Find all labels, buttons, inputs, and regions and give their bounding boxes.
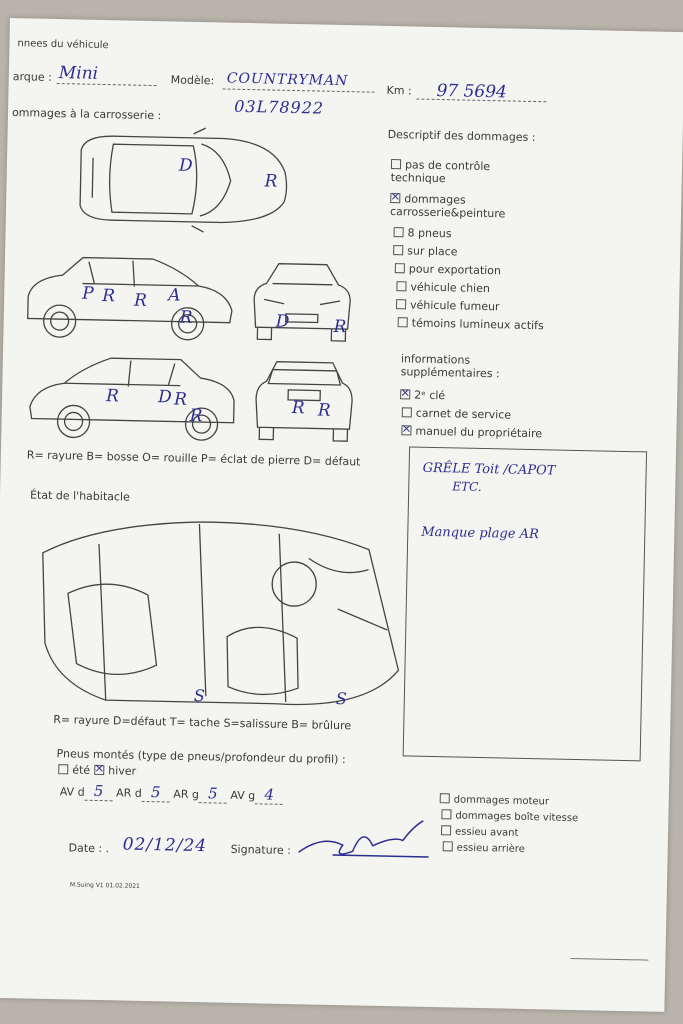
checkbox-checked[interactable] bbox=[94, 764, 105, 776]
modele-underline bbox=[222, 88, 375, 93]
checkbox[interactable] bbox=[394, 263, 405, 274]
checkbox[interactable] bbox=[397, 317, 408, 328]
checkbox-checked[interactable] bbox=[401, 425, 412, 436]
extra-essieu-avant[interactable]: essieu avant bbox=[440, 825, 519, 839]
mark-interior-s1: S bbox=[193, 686, 206, 706]
mark-side-p: P bbox=[82, 283, 94, 304]
checkbox-checked[interactable] bbox=[390, 193, 401, 204]
mark-side-a: A bbox=[168, 285, 181, 306]
marque-label: arque : bbox=[12, 70, 52, 84]
checkbox[interactable] bbox=[58, 764, 69, 775]
mark-rear-r1: R bbox=[291, 397, 305, 419]
date-value: 02/12/24 bbox=[122, 834, 208, 857]
checkbox[interactable] bbox=[401, 407, 412, 418]
checkbox[interactable] bbox=[393, 227, 404, 238]
info-carnet-service[interactable]: carnet de service bbox=[401, 406, 511, 422]
car-rear-view bbox=[255, 361, 353, 442]
mark-front-d: D bbox=[275, 311, 290, 332]
mark-interior-s2: S bbox=[335, 688, 347, 709]
checkbox[interactable] bbox=[441, 809, 452, 820]
tire-ete-option[interactable]: été bbox=[58, 763, 90, 777]
checkbox[interactable] bbox=[440, 825, 452, 836]
inspection-form-sheet: nnees du véhicule arque : Mini Modèle: C… bbox=[0, 18, 683, 1012]
info-manuel-proprietaire[interactable]: manuel du propriétaire bbox=[401, 424, 542, 440]
item-vehicule-chien[interactable]: véhicule chien bbox=[396, 280, 490, 295]
car-interior-drawing bbox=[42, 521, 400, 706]
mark-side-r2: R bbox=[133, 290, 148, 311]
mark-top-d: D bbox=[178, 155, 193, 176]
habitacle-legend: R= rayure D=défaut T= tache S=salissure … bbox=[53, 713, 352, 733]
mark-rs-d: D bbox=[157, 387, 172, 408]
extra-dommages-moteur[interactable]: dommages moteur bbox=[439, 793, 550, 807]
notes-line-1: GRÊLE Toit /CAPOT bbox=[422, 460, 556, 479]
km-label: Km : bbox=[386, 83, 412, 98]
item-sur-place[interactable]: sur place bbox=[393, 244, 458, 258]
marque-value: Mini bbox=[58, 63, 99, 84]
checkbox-checked[interactable] bbox=[400, 389, 411, 400]
car-front-view bbox=[253, 263, 351, 342]
item-temoins-lumineux[interactable]: témoins lumineux actifs bbox=[397, 316, 544, 332]
habitacle-title: État de l'habitacle bbox=[29, 488, 130, 504]
plate-value: 03L78922 bbox=[234, 96, 325, 118]
item-pour-exportation[interactable]: pour exportation bbox=[394, 262, 501, 277]
item-vehicule-fumeur[interactable]: véhicule fumeur bbox=[395, 298, 500, 313]
modele-value: COUNTRYMAN bbox=[226, 70, 349, 90]
notes-box[interactable] bbox=[402, 446, 648, 762]
mark-top-r: R bbox=[264, 171, 278, 192]
bottom-line bbox=[570, 957, 649, 961]
body-damage-legend: R= rayure B= bosse O= rouille P= éclat d… bbox=[26, 448, 361, 469]
mark-rs-r3: R bbox=[189, 405, 203, 427]
checkbox[interactable] bbox=[395, 299, 407, 310]
section-title: nnees du véhicule bbox=[17, 38, 109, 52]
notes-line-3: Manque plage AR bbox=[421, 524, 539, 543]
checkbox[interactable] bbox=[442, 841, 453, 852]
car-right-side-view bbox=[29, 357, 235, 441]
checkbox[interactable] bbox=[396, 281, 407, 292]
item-8-pneus[interactable]: 8 pneus bbox=[393, 226, 452, 240]
form-version: M.Suing V1 01.02.2021 bbox=[69, 881, 140, 890]
signature-drawing bbox=[298, 820, 429, 858]
checkbox[interactable] bbox=[439, 793, 450, 804]
marque-underline bbox=[56, 82, 157, 87]
mark-front-r: R bbox=[333, 316, 347, 338]
car-left-side-view bbox=[27, 256, 233, 341]
date-label: Date : . bbox=[68, 841, 110, 856]
tire-hiver-option[interactable]: hiver bbox=[94, 764, 136, 778]
checkbox[interactable] bbox=[393, 245, 404, 256]
mark-side-r1: R bbox=[101, 285, 116, 307]
car-top-view bbox=[79, 127, 288, 233]
notes-line-2: ETC. bbox=[452, 479, 482, 494]
body-damage-title: ommages à la carrosserie : bbox=[11, 106, 162, 123]
descriptif-title: Descriptif des dommages : bbox=[387, 127, 536, 145]
extra-essieu-arriere[interactable]: essieu arrière bbox=[442, 841, 525, 855]
mark-rs-r2: R bbox=[173, 389, 188, 410]
mark-side-r3: R bbox=[179, 307, 193, 328]
extra-dommages-boite[interactable]: dommages boîte vitesse bbox=[441, 809, 578, 824]
checkbox[interactable] bbox=[390, 159, 402, 170]
mark-rear-r2: R bbox=[317, 400, 331, 421]
mark-rs-r1: R bbox=[105, 386, 120, 407]
info-2e-cle[interactable]: 2ᵉ clé bbox=[400, 388, 445, 402]
modele-label: Modèle: bbox=[170, 73, 215, 88]
signature-label: Signature : bbox=[230, 842, 292, 858]
